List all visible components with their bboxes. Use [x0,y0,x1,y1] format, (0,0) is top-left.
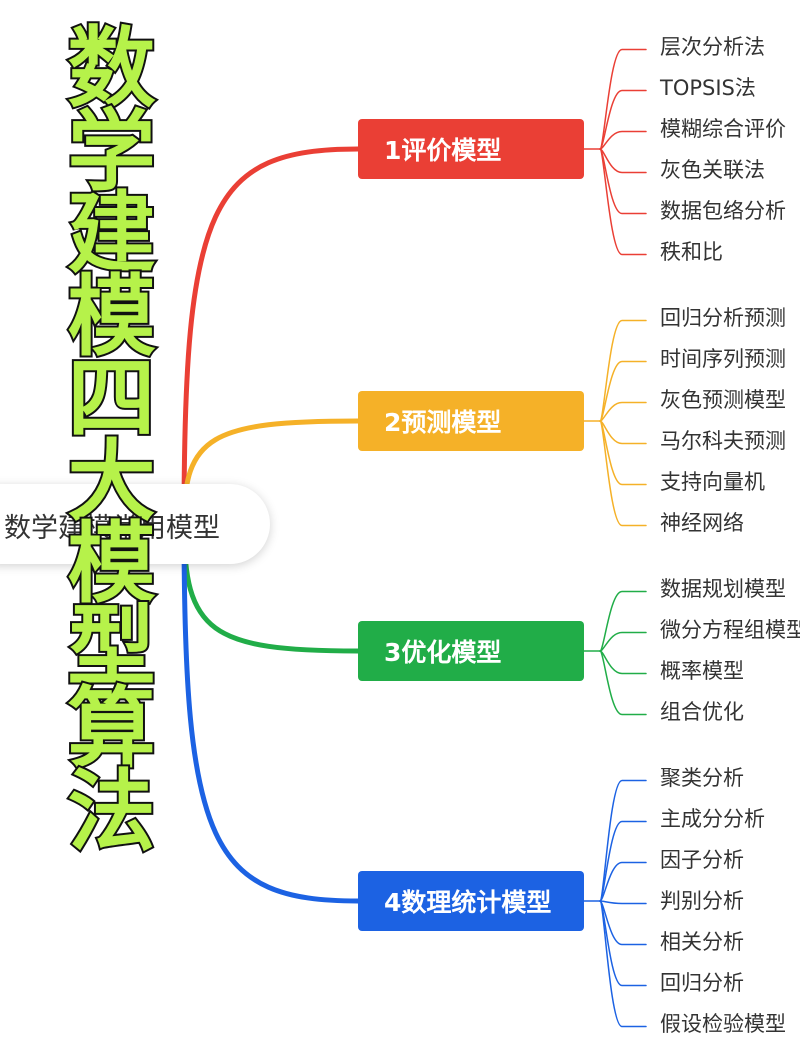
leaf-node: 回归分析 [660,971,744,995]
leaf-connector [599,650,647,716]
overlay-title-char: 四 [65,347,157,450]
leaf-connector [599,148,647,174]
branch-node-evaluation: 1评价模型 [358,119,584,179]
leaf-node: 回归分析预测 [660,306,786,330]
leaf-node: 数据包络分析 [660,199,786,223]
leaf-node: 数据规划模型 [660,577,786,601]
leaf-node: 时间序列预测 [660,347,786,371]
overlay-title-char: 算 [65,677,157,780]
leaf-node: 概率模型 [660,659,744,683]
leaf-node: 判别分析 [660,889,744,913]
overlay-title-char: 数 [65,17,157,120]
leaf-connector [599,89,647,150]
leaf-connector [599,900,647,987]
overlay-title-char: 模 [65,512,157,615]
leaf-connector [599,420,647,445]
leaf-node: TOPSIS法 [660,76,756,100]
overlay-title-char: 建 [65,182,157,285]
leaf-connector [599,148,647,256]
leaf-node: 主成分分析 [660,807,765,831]
leaf-node: 聚类分析 [660,766,744,790]
branch-node-statistics: 4数理统计模型 [358,871,584,931]
leaf-connector [599,900,647,905]
leaf-node: 马尔科夫预测 [660,429,786,453]
leaf-node: 灰色预测模型 [660,388,786,412]
overlay-title: 数 学 建 模 四 大 模 型 算 法 [54,17,169,863]
overlay-title-char: 模 [65,264,157,368]
leaf-node: 神经网络 [660,511,744,535]
leaf-connector [599,48,647,150]
leaf-node: 模糊综合评价 [660,117,786,141]
leaf-connector [599,420,647,527]
leaf-connector [599,360,647,422]
branch-connector [181,146,361,527]
branch-node-prediction: 2预测模型 [358,391,584,451]
leaf-connector [599,319,647,422]
overlay-title-char: 法 [65,759,157,863]
leaf-node: 支持向量机 [660,470,765,494]
leaf-node: 组合优化 [660,700,744,724]
leaf-connector [599,130,647,150]
leaf-node: 假设检验模型 [660,1012,786,1036]
leaf-connector [599,631,647,652]
root-node-label: 数学建模常用模型 [4,513,220,544]
leaf-connector [599,650,647,675]
leaf-node: 灰色关联法 [660,158,765,182]
overlay-title-char: 大 [65,429,157,533]
leaf-connector [599,820,647,902]
overlay-title-char: 学 [65,99,157,203]
leaf-connector [599,900,647,1028]
leaf-node: 微分方程组模型 [660,618,800,642]
leaf-connector [599,861,647,902]
root-node [0,484,270,564]
leaf-node: 因子分析 [660,848,744,872]
leaf-node: 层次分析法 [660,35,765,59]
leaf-connector [599,590,647,652]
overlay-title-char: 型 [65,594,157,698]
branch-connector [181,521,361,904]
leaf-connector [599,401,647,422]
leaf-node: 相关分析 [660,930,744,954]
leaf-node: 秩和比 [660,240,723,264]
branch-node-optimization: 3优化模型 [358,621,584,681]
